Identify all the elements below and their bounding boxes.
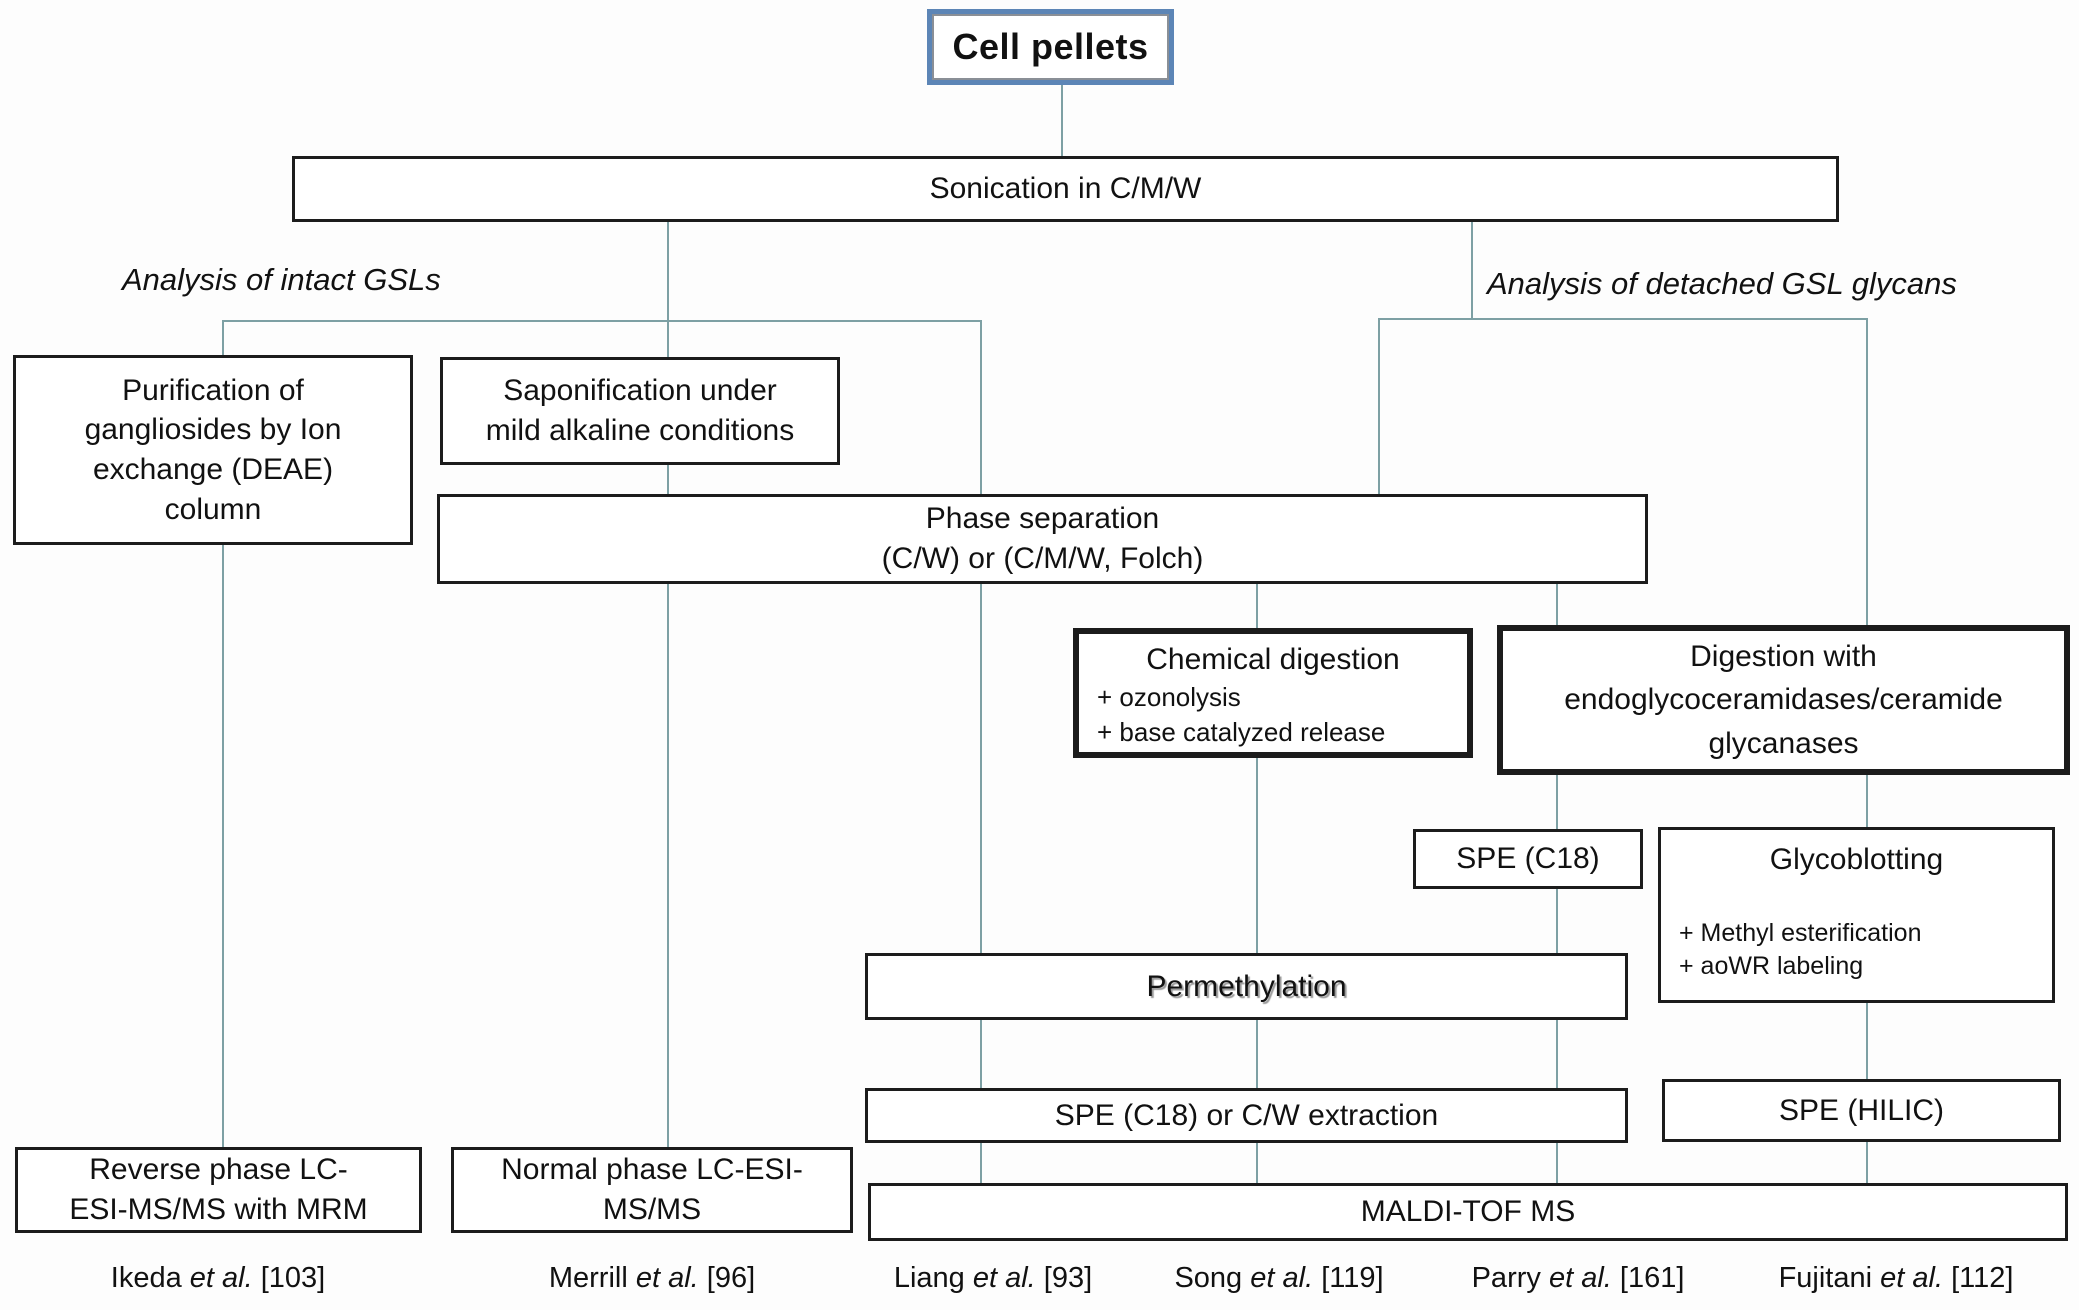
branch-label-detached-glycans: Analysis of detached GSL glycans (1487, 266, 1957, 301)
connector-line (1471, 222, 1473, 320)
citation-fujitani: Fujitani et al. [112] (1778, 1262, 2014, 1294)
node-purification-deae: Purification of gangliosides by Ion exch… (13, 355, 413, 545)
citation-ikeda: Ikeda et al. [103] (110, 1262, 326, 1294)
node-sonication-label: Sonication in C/M/W (929, 172, 1202, 206)
node-normal-phase-lc: Normal phase LC-ESI- MS/MS (451, 1147, 853, 1233)
connector-line (980, 320, 982, 1183)
node-cell-pellets: Cell pellets (927, 9, 1174, 85)
citation-parry: Parry et al. [161] (1471, 1262, 1685, 1294)
branch-label-intact-gsls: Analysis of intact GSLs (122, 262, 441, 297)
connector-line (1378, 318, 1868, 320)
connector-line (1256, 584, 1258, 1183)
node-spe-c18: SPE (C18) (1413, 829, 1643, 889)
node-cell-pellets-label: Cell pellets (952, 26, 1149, 68)
connector-line (1061, 85, 1063, 156)
node-glycoblotting: Glycoblotting + Methyl esterification + … (1658, 827, 2055, 1003)
connector-line (222, 320, 224, 1147)
node-spe-c18-or-cw-extraction: SPE (C18) or C/W extraction (865, 1088, 1628, 1143)
connector-line (667, 222, 669, 1147)
node-sonication: Sonication in C/M/W (292, 156, 1839, 222)
node-phase-separation: Phase separation (C/W) or (C/M/W, Folch) (437, 494, 1648, 584)
citation-liang: Liang et al. [93] (893, 1262, 1093, 1294)
node-digestion-endoglycoceramidases: Digestion with endoglycoceramidases/cera… (1497, 625, 2070, 775)
node-chemical-digestion: Chemical digestion + ozonolysis + base c… (1073, 628, 1473, 758)
node-spe-hilic: SPE (HILIC) (1662, 1079, 2061, 1142)
node-maldi-tof-ms: MALDI-TOF MS (868, 1183, 2068, 1241)
node-reverse-phase-lc: Reverse phase LC- ESI-MS/MS with MRM (15, 1147, 422, 1233)
connector-line (1378, 318, 1380, 494)
citation-song: Song et al. [119] (1174, 1262, 1384, 1294)
citation-merrill: Merrill et al. [96] (548, 1262, 756, 1294)
node-permethylation: Permethylation (865, 953, 1628, 1020)
connector-line (222, 320, 982, 322)
node-saponification: Saponification under mild alkaline condi… (440, 357, 840, 465)
